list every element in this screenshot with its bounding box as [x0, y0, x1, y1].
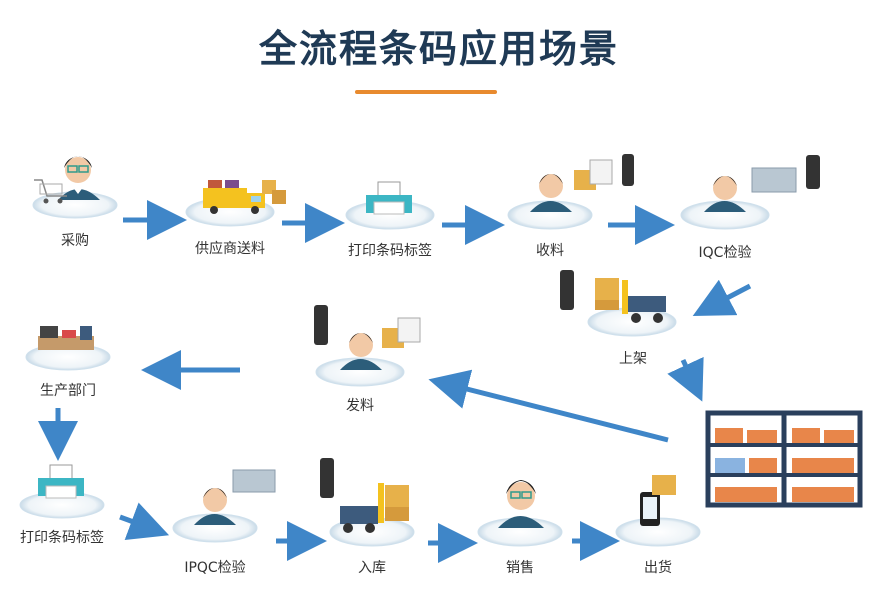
- person-icon-receive: [530, 154, 634, 212]
- person-icon-sales: [498, 480, 544, 528]
- page-title: 全流程条码应用场景: [258, 27, 619, 71]
- warehouse-shelf-icon: [705, 410, 863, 508]
- title-underline: [355, 90, 497, 94]
- node-label-supplier: 供应商送料: [195, 241, 265, 257]
- node-label-purchase: 采购: [61, 233, 89, 249]
- person-icon-issue: [314, 305, 421, 370]
- phone-box-icon: [640, 475, 676, 526]
- person-icon-purchase: [34, 156, 100, 204]
- person-icon-ipqc: [194, 469, 276, 525]
- forklift-icon-shelve: [560, 270, 666, 323]
- node-label-print-2: 打印条码标签: [20, 530, 104, 546]
- node-label-production: 生产部门: [40, 383, 96, 399]
- forklift-icon-inbound: [320, 458, 409, 533]
- node-platforms: [19, 191, 770, 547]
- node-label-sales: 销售: [506, 560, 534, 576]
- truck-icon: [203, 180, 286, 214]
- factory-desk-icon: [38, 326, 94, 350]
- node-label-inbound: 入库: [358, 560, 386, 576]
- person-icon-iqc: [704, 155, 820, 212]
- node-label-shelve: 上架: [619, 351, 647, 367]
- node-label-iqc: IQC检验: [698, 245, 752, 261]
- node-label-print-1: 打印条码标签: [348, 243, 432, 259]
- node-label-receive: 收料: [536, 243, 564, 259]
- flow-arrows: [38, 200, 752, 563]
- node-label-ipqc: IPQC检验: [184, 560, 246, 576]
- printer-icon-2: [38, 464, 84, 499]
- node-label-issue: 发料: [346, 398, 374, 414]
- printer-icon-1: [366, 181, 412, 215]
- node-label-outbound: 出货: [644, 560, 672, 576]
